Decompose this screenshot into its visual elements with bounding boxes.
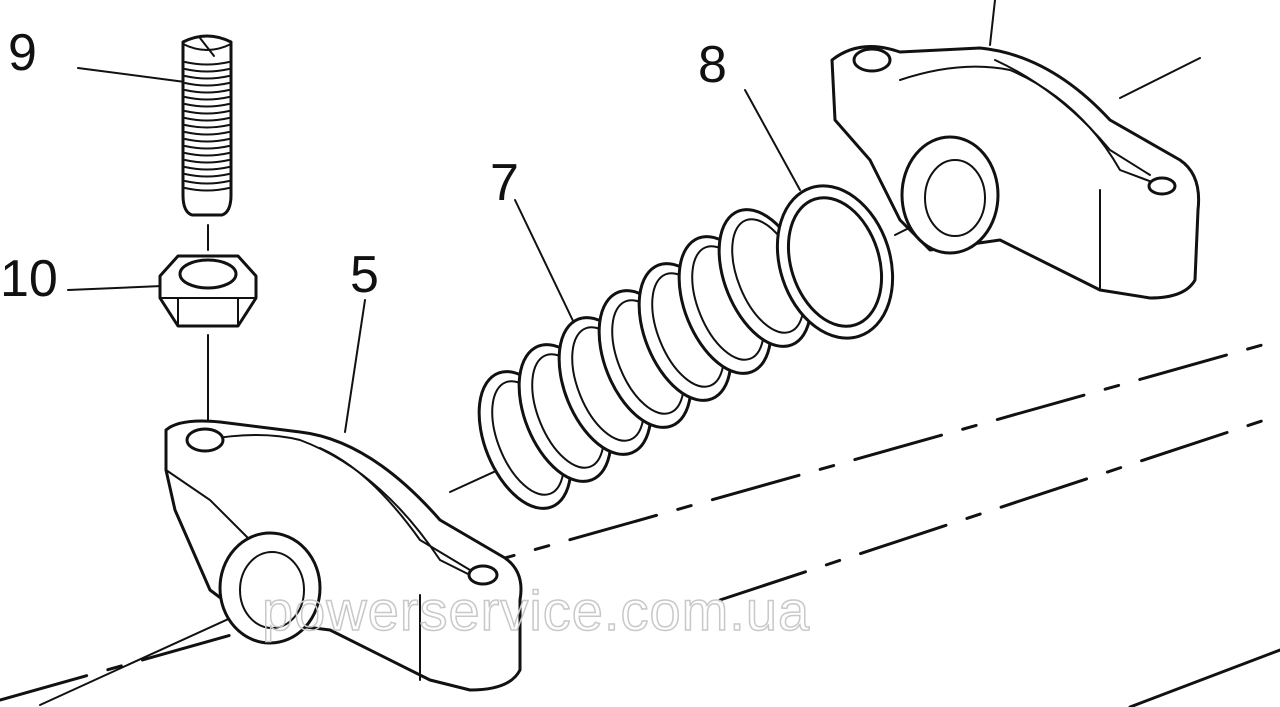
- bolt-thread-line: [184, 124, 230, 129]
- bolt-thread-line: [184, 173, 230, 178]
- adjusting-screw-part: [181, 34, 233, 217]
- bolt-thread-line: [184, 131, 230, 136]
- leader-lines: [67, 0, 1201, 433]
- bolt-thread-line: [184, 117, 230, 122]
- part-labels: 9 10 5 7 8: [0, 24, 727, 308]
- bolt-thread-line: [184, 152, 230, 157]
- rocker-arm-right-part: [830, 45, 1201, 300]
- bolt-thread-line: [184, 159, 230, 164]
- dashed-guide-lines: [0, 338, 1280, 707]
- label-7: 7: [490, 154, 519, 212]
- bolt-thread-line: [184, 82, 230, 87]
- bolt-thread-line: [184, 103, 230, 108]
- bolt-thread-line: [184, 61, 230, 66]
- rocker-arm-left-part: [164, 419, 523, 692]
- label-9: 9: [8, 24, 37, 82]
- hex-nut-part: [158, 254, 258, 328]
- label-10: 10: [0, 250, 58, 308]
- coil-spring-part: [477, 208, 813, 510]
- bolt-thread-line: [184, 75, 230, 80]
- ring-washer-part: [775, 184, 895, 340]
- watermark-text: powerservice.com.ua: [262, 579, 810, 642]
- label-5: 5: [350, 246, 379, 304]
- bolt-thread-line: [184, 145, 230, 150]
- bolt-thread-line: [184, 138, 230, 143]
- bolt-thread-line: [184, 68, 230, 73]
- bolt-thread-line: [184, 166, 230, 171]
- bolt-thread-line: [184, 96, 230, 101]
- label-8: 8: [698, 36, 727, 94]
- bolt-thread-line: [184, 187, 230, 192]
- bolt-thread-line: [184, 180, 230, 185]
- bolt-thread-line: [184, 110, 230, 115]
- bolt-thread-line: [184, 89, 230, 94]
